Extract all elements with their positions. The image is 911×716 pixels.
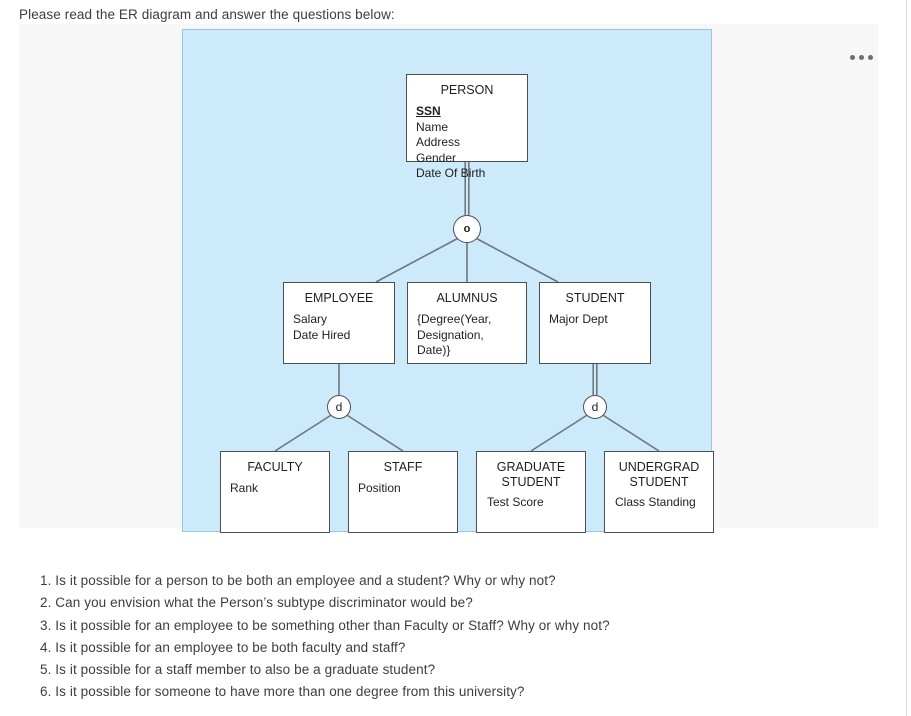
attribute-name: Name — [416, 119, 449, 134]
entity-staff-attributes: Position — [349, 475, 457, 497]
entity-graduate-student-title: GRADUATE STUDENT — [496, 460, 566, 489]
entity-undergrad-student-attributes: Class Standing — [605, 490, 713, 511]
entity-alumnus-attributes: {Degree(Year, Designation, Date)} — [408, 306, 526, 359]
entity-graduate-student-attributes: Test Score — [477, 490, 585, 511]
more-options-dot-1 — [849, 54, 855, 60]
attribute-major-dept: Major Dept — [549, 312, 608, 326]
specialization-symbol-d-employee: d — [335, 400, 343, 414]
entity-student[interactable]: STUDENT Major Dept — [539, 282, 651, 364]
entity-person-title: PERSON — [440, 83, 494, 97]
entity-employee[interactable]: EMPLOYEE Salary Date Hired — [283, 282, 395, 364]
attribute-position: Position — [358, 481, 401, 495]
attribute-class-standing: Class Standing — [615, 495, 696, 509]
entity-person-attributes: SSN Name Address Gender Date Of Birth — [407, 98, 527, 182]
page-divider — [906, 0, 907, 716]
attribute-test-score: Test Score — [487, 495, 544, 509]
er-connector-lines — [274, 162, 660, 452]
attribute-ssn: SSN — [416, 104, 441, 118]
attribute-degree-multivalue: {Degree(Year, Designation, Date)} — [417, 312, 492, 357]
entity-faculty-attributes: Rank — [221, 475, 329, 497]
question-item-5: 5. Is it possible for a staff member to … — [40, 662, 436, 678]
attribute-rank: Rank — [230, 481, 259, 495]
specialization-circle-student-disjoint: d — [583, 395, 607, 419]
specialization-circle-employee-disjoint: d — [327, 395, 351, 419]
attribute-date-of-birth: Date Of Birth — [416, 166, 486, 180]
attribute-address: Address — [416, 135, 461, 149]
more-options-dot-2 — [858, 54, 864, 60]
more-options-icon[interactable] — [842, 45, 880, 69]
attribute-gender: Gender — [416, 150, 457, 165]
entity-graduate-student[interactable]: GRADUATE STUDENT Test Score — [476, 451, 586, 533]
entity-staff-title: STAFF — [383, 460, 423, 474]
entity-undergrad-student[interactable]: UNDERGRAD STUDENT Class Standing — [604, 451, 714, 533]
attribute-date-hired: Date Hired — [293, 327, 351, 342]
entity-person[interactable]: PERSON SSN Name Address Gender Date Of B… — [406, 74, 528, 180]
entity-employee-attributes: Salary Date Hired — [284, 306, 394, 343]
entity-alumnus[interactable]: ALUMNUS {Degree(Year, Designation, Date)… — [407, 282, 527, 364]
entity-faculty-title: FACULTY — [247, 460, 303, 474]
attribute-salary: Salary — [293, 312, 328, 326]
question-item-3: 3. Is it possible for an employee to be … — [40, 617, 610, 633]
questions-list: 1. Is it possible for a person to be bot… — [40, 570, 860, 704]
question-item-4: 4. Is it possible for an employee to be … — [40, 639, 406, 655]
specialization-symbol-d-student: d — [591, 400, 599, 414]
entity-employee-title: EMPLOYEE — [304, 291, 374, 305]
question-item-1: 1. Is it possible for a person to be bot… — [40, 573, 556, 588]
specialization-symbol-o: o — [463, 223, 471, 235]
entity-faculty[interactable]: FACULTY Rank — [220, 451, 330, 533]
figure-container: PERSON SSN Name Address Gender Date Of B… — [19, 24, 880, 533]
entity-staff[interactable]: STAFF Position — [348, 451, 458, 533]
prompt-text: Please read the ER diagram and answer th… — [19, 7, 395, 22]
specialization-circle-overlapping: o — [453, 215, 481, 243]
question-item-6: 6. Is it possible for someone to have mo… — [40, 684, 525, 700]
more-options-dot-3 — [867, 54, 873, 60]
entity-undergrad-student-title: UNDERGRAD STUDENT — [618, 460, 700, 489]
entity-alumnus-title: ALUMNUS — [436, 291, 498, 305]
er-diagram-canvas: PERSON SSN Name Address Gender Date Of B… — [182, 29, 714, 533]
question-item-2: 2. Can you envision what the Person’s su… — [40, 595, 473, 611]
entity-student-attributes: Major Dept — [540, 306, 650, 328]
entity-student-title: STUDENT — [565, 291, 625, 305]
